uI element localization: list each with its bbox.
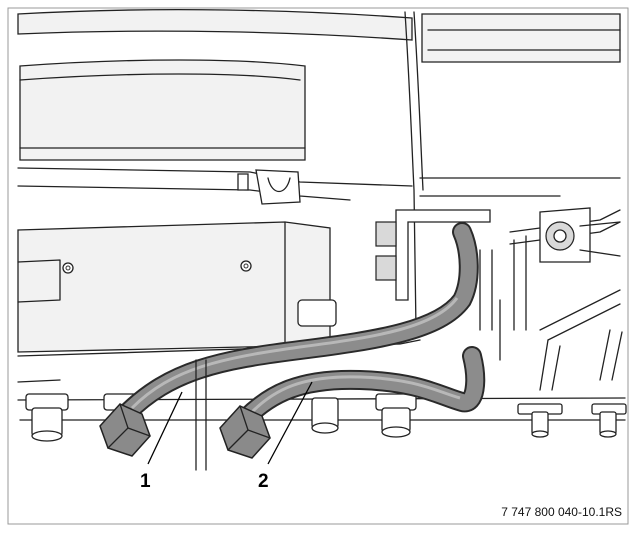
fitting-1	[25, 393, 69, 442]
appliance-housing-left	[17, 8, 424, 383]
callout-label-2: 2	[258, 471, 269, 492]
connection-manifold	[17, 393, 627, 442]
appliance-housing-right	[375, 13, 623, 391]
fitting-3	[311, 397, 339, 434]
hose-nut-2	[219, 405, 271, 459]
fitting-5	[517, 403, 563, 438]
callout-1: 1	[140, 391, 183, 492]
hose-2	[236, 346, 486, 428]
fitting-6	[591, 403, 627, 438]
callout-2: 2	[258, 381, 313, 492]
hose-nut-1	[99, 403, 151, 457]
fitting-4	[375, 393, 417, 438]
figure-reference-code: 7 747 800 040-10.1RS	[501, 505, 622, 519]
hose-1	[116, 222, 479, 424]
callout-label-1: 1	[140, 471, 151, 492]
